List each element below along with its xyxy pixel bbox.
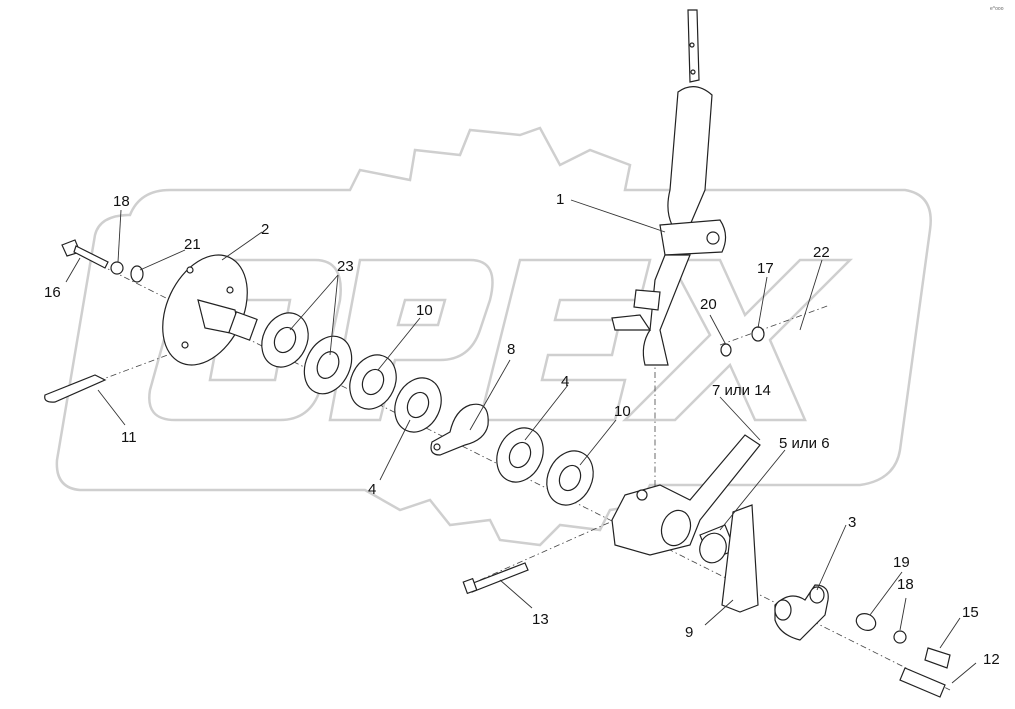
callout-23: 23 <box>337 258 354 275</box>
callout-15: 15 <box>962 604 979 621</box>
callout-22: 22 <box>813 244 830 261</box>
part-5-bushing <box>699 524 736 564</box>
callout-12: 12 <box>983 651 1000 668</box>
callout-leaders <box>65 199 977 684</box>
callout-20: 20 <box>700 296 717 313</box>
corner-mark: e^ooo <box>990 6 1004 12</box>
callout-16: 16 <box>44 284 61 301</box>
callout-2: 2 <box>261 221 269 238</box>
callout-18b: 18 <box>897 576 914 593</box>
callout-11: 11 <box>121 429 137 446</box>
part-1-lever <box>611 9 727 366</box>
washer-series <box>261 312 594 506</box>
callout-17: 17 <box>757 260 774 277</box>
part-2-flange <box>162 254 258 366</box>
callout-10a: 10 <box>416 302 433 319</box>
callout-8: 8 <box>507 341 515 358</box>
callout-19: 19 <box>893 554 910 571</box>
small-hardware <box>44 239 951 698</box>
callout-3: 3 <box>848 514 856 531</box>
callout-1: 1 <box>556 191 564 208</box>
part-9-bracket <box>721 504 759 613</box>
part-7-housing <box>611 434 761 556</box>
callout-18a: 18 <box>113 193 130 210</box>
callout-4a: 4 <box>561 373 569 390</box>
part-3-clamp <box>774 584 829 641</box>
callout-10b: 10 <box>614 403 631 420</box>
callout-13: 13 <box>532 611 549 628</box>
callout-labels: 1 2 3 4 4 5 или 6 7 или 14 8 9 10 10 11 … <box>44 6 1004 668</box>
callout-4b: 4 <box>368 481 376 498</box>
callout-5-6: 5 или 6 <box>779 435 830 452</box>
callout-9: 9 <box>685 624 693 641</box>
callout-7-14: 7 или 14 <box>712 382 771 399</box>
callout-21: 21 <box>184 236 201 253</box>
